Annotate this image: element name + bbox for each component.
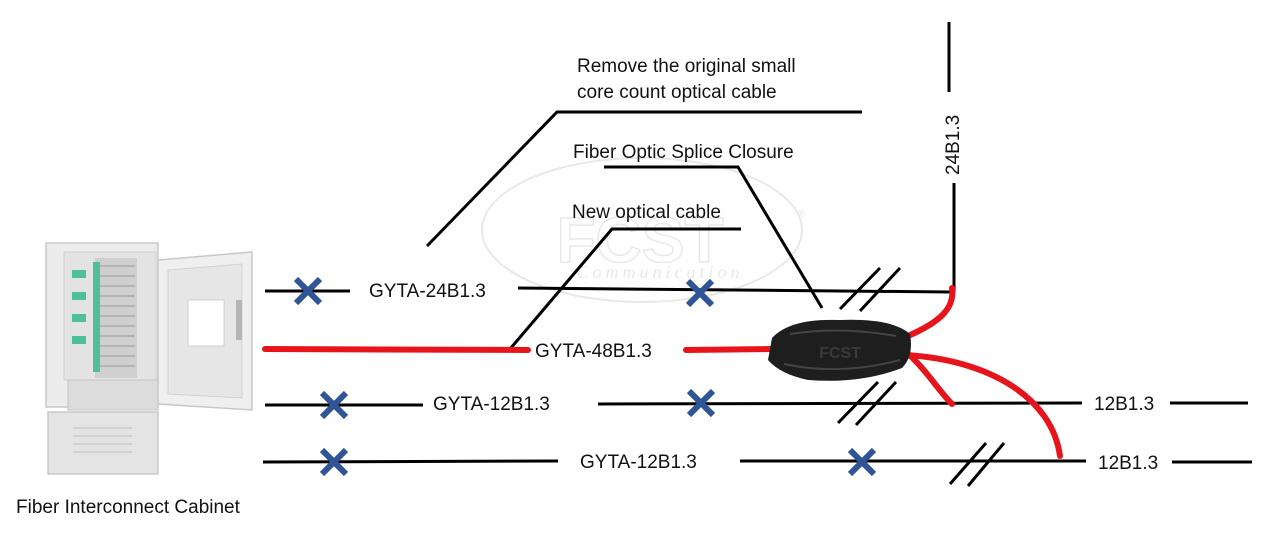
watermark: FCST Communication ® — [481, 157, 806, 303]
double-slash-icon — [838, 266, 902, 313]
x-mark-icon — [319, 447, 349, 477]
x-mark-icon — [686, 388, 716, 418]
double-slash-icon — [836, 380, 898, 427]
x-mark-icon — [293, 276, 323, 306]
branch-label-right-upper: 12B1.3 — [1094, 394, 1154, 415]
break-marks — [836, 266, 1006, 487]
new-cable-right-segment — [683, 346, 775, 353]
cable-label-48: GYTA-48B1.3 — [535, 341, 652, 362]
branch-label-vertical: 24B1.3 — [943, 115, 964, 175]
double-slash-icon — [948, 442, 1006, 487]
annotation-new-cable: New optical cable — [572, 202, 721, 223]
cable-label-12a: GYTA-12B1.3 — [433, 394, 550, 415]
new-cable-left-segment — [262, 346, 531, 353]
annotation-remove-line1: Remove the original small — [577, 56, 796, 77]
watermark-brand: FCST — [556, 204, 723, 276]
fiber-cabinet-image — [45, 242, 253, 475]
splice-closure-icon: FCST — [768, 319, 911, 381]
red-branch-up — [905, 285, 956, 339]
cable-12b-left-segment — [262, 459, 559, 464]
cable-label-24: GYTA-24B1.3 — [369, 281, 486, 302]
cable-label-12b: GYTA-12B1.3 — [580, 452, 697, 473]
x-mark-icon — [685, 278, 715, 308]
svg-text:FCST: FCST — [819, 345, 861, 362]
cable-24-right-segment — [517, 286, 951, 294]
red-branch-long — [903, 352, 1063, 459]
x-mark-icon — [319, 390, 349, 420]
cable-12a-right-segment — [597, 401, 1083, 406]
leader-new-cable — [508, 227, 741, 350]
new-cables — [262, 285, 1063, 459]
watermark-sub: Communication — [577, 262, 744, 282]
leader-splice-closure — [604, 165, 824, 309]
annotation-remove-line2: core count optical cable — [577, 82, 777, 103]
annotation-splice-closure: Fiber Optic Splice Closure — [573, 142, 794, 163]
annotation-leaders — [425, 110, 862, 350]
branch-label-right-lower: 12B1.3 — [1098, 453, 1158, 474]
leader-remove-cable — [425, 110, 862, 248]
annotation-cabinet: Fiber Interconnect Cabinet — [16, 497, 241, 518]
x-mark-icon — [847, 447, 877, 477]
watermark-reg: ® — [797, 207, 806, 221]
cut-marks — [293, 276, 877, 477]
